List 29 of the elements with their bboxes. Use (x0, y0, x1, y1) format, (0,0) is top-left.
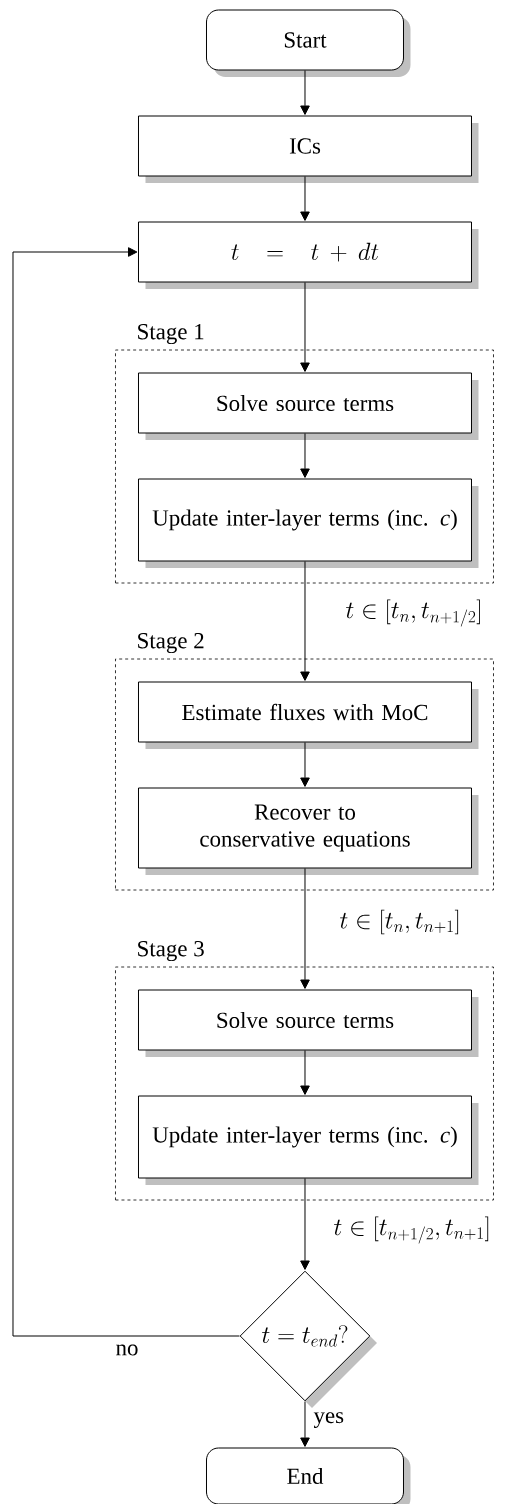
process-box: Recover to conservative equations (138, 787, 479, 875)
node-label: Stage 2 (138, 632, 204, 654)
edge-label: $t \in [t_n, t_{n+1/2}]$ (344, 598, 484, 628)
arrow (300, 1050, 310, 1095)
edge-label: no (114, 1343, 140, 1357)
process-box: Solve source terms (138, 372, 479, 440)
arrow (300, 433, 310, 478)
arrow (300, 742, 310, 787)
process-box: ICs (138, 115, 479, 183)
process-box: Update inter-layer terms (inc. c) (138, 478, 479, 568)
arrow (12, 247, 240, 1337)
terminal-box: End (206, 1447, 411, 1504)
edge-label: $t \in [t_n, t_{n+1}]$ (338, 908, 462, 936)
process-box: Estimate fluxes with MoC (138, 681, 479, 749)
arrow (300, 1401, 310, 1447)
arrow (300, 561, 310, 681)
process-box: Solve source terms (138, 989, 479, 1057)
terminal-box: Start (206, 9, 411, 77)
edge-label: $t \in [t_{n+1/2}, t_{n+1}]$ (332, 1215, 492, 1245)
edge-label: yes (312, 1411, 346, 1429)
process-box: Update inter-layer terms (inc. c) (138, 1095, 479, 1185)
arrow (300, 868, 310, 989)
node-label: Stage 3 (138, 940, 204, 962)
arrow (300, 1178, 310, 1270)
arrow (300, 282, 310, 372)
node-label: Stage 1 (138, 323, 204, 345)
process-box: $t \ = \ t + dt$ (138, 221, 479, 289)
arrow (300, 70, 310, 115)
arrow (300, 176, 310, 221)
